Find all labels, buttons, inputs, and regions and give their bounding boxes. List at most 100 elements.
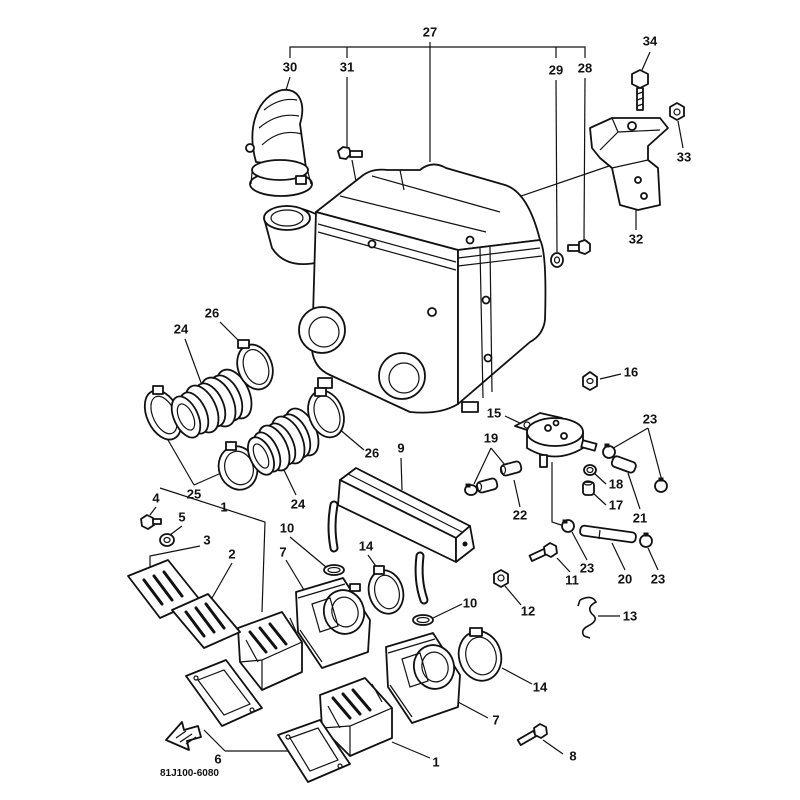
- air-box-outlet-left: [298, 306, 346, 354]
- callout-21: 21: [633, 511, 647, 526]
- callout-13: 13: [623, 609, 637, 624]
- washer-5: [159, 533, 175, 547]
- bolt-4: [140, 514, 162, 530]
- leader-line-7-lower: [457, 701, 489, 719]
- air-box-foot: [461, 401, 479, 413]
- callout-11: 11: [565, 573, 579, 588]
- intake-manifold-7-upper: [295, 577, 371, 669]
- callout-19: 19: [484, 431, 498, 446]
- callout-10-upper: 10: [280, 521, 294, 536]
- clamp-26-lower: [307, 387, 345, 439]
- leader-line-21: [627, 472, 641, 510]
- reed-plate-2: [171, 593, 241, 649]
- gasket-6-lower: [277, 719, 351, 783]
- o-ring-10-lower: [412, 614, 434, 626]
- leader-line-3: [149, 545, 201, 568]
- callout-30: 30: [283, 60, 297, 75]
- hose-19: [475, 477, 499, 494]
- leader-line-4: [149, 506, 157, 516]
- leader-line-1-lower: [391, 741, 431, 759]
- leader-line-30: [285, 76, 291, 91]
- leader-line-7-upper: [285, 559, 305, 591]
- callout-10-lower: 10: [463, 596, 477, 611]
- callout-4: 4: [152, 491, 160, 506]
- clamp-26-upper: [236, 339, 274, 391]
- leader-line-12: [504, 585, 522, 606]
- leader-line-16: [599, 373, 622, 380]
- leader-line-27: [289, 42, 586, 162]
- callout-6: 6: [214, 752, 221, 767]
- leader-line-34: [641, 51, 651, 71]
- bolt-8: [516, 723, 548, 746]
- callout-5: 5: [178, 510, 185, 525]
- leader-line-33: [677, 120, 684, 149]
- leader-line-19: [473, 447, 506, 485]
- reed-valve-1-upper: [237, 611, 303, 691]
- leader-line-18: [593, 472, 607, 485]
- nut-33: [669, 102, 685, 121]
- callout-29: 29: [549, 63, 563, 78]
- callout-32: 32: [629, 232, 643, 247]
- hose-21: [610, 455, 637, 474]
- callout-25: 25: [187, 487, 201, 502]
- air-box-foot: [317, 377, 333, 389]
- hose-clamp-18: [583, 464, 597, 476]
- nut-16: [582, 371, 598, 391]
- intake-duct-30: [245, 89, 313, 197]
- callout-26-upper: 26: [205, 306, 219, 321]
- intake-manifold-7-lower: [385, 632, 461, 724]
- callout-1-lower: 1: [432, 755, 439, 770]
- clamp-25-lower: [217, 441, 259, 491]
- leader-line-24-upper: [184, 338, 204, 389]
- callout-7-lower: 7: [492, 713, 499, 728]
- bracket-32: [589, 117, 669, 211]
- callout-labels: 27 30 31 29 28 34 33 32 24 26 16 15 23 1…: [152, 25, 691, 780]
- leader-line-24-lower: [281, 465, 297, 496]
- clamp-14-lower: [457, 627, 503, 682]
- leader-line-22: [513, 479, 521, 508]
- callout-27: 27: [423, 25, 437, 40]
- callout-3: 3: [203, 533, 210, 548]
- forward-arrow-icon: [165, 721, 202, 751]
- callout-14-lower: 14: [533, 680, 548, 695]
- callout-24-lower: 24: [291, 497, 306, 512]
- bolt-28: [567, 239, 591, 255]
- callout-1-upper: 1: [220, 500, 227, 515]
- leader-line-28: [583, 77, 586, 241]
- callout-33: 33: [677, 150, 691, 165]
- pump-hose-line: [551, 462, 565, 527]
- leader-line-14-lower: [501, 667, 533, 685]
- carburetor-joint-24-upper: [170, 368, 253, 439]
- spring-clip-13: [577, 596, 598, 639]
- leader-line-8: [542, 739, 564, 755]
- hose-clamp-19-a: [464, 483, 478, 496]
- washer-29: [550, 252, 564, 268]
- callout-22: 22: [513, 508, 527, 523]
- fuel-pump-15: [514, 412, 598, 468]
- hose-clamp-23-a: [602, 443, 616, 459]
- hose-clamp-23-d: [639, 532, 653, 548]
- bolt-31: [337, 146, 363, 160]
- leader-line-2: [211, 562, 233, 599]
- hose-17: [582, 480, 595, 496]
- callout-34: 34: [643, 34, 658, 49]
- leader-line-23-upper: [609, 427, 663, 482]
- air-box-side: [457, 239, 547, 405]
- leader-line-26-lower: [337, 427, 365, 451]
- leader-line-29: [555, 79, 558, 253]
- callout-23-lower-a: 23: [580, 561, 594, 576]
- leader-line-23-lower-b: [647, 547, 659, 571]
- bolt-11: [528, 542, 558, 562]
- callout-16: 16: [624, 365, 638, 380]
- gasket-6-upper: [185, 659, 263, 727]
- air-box-outlet-right: [378, 352, 426, 400]
- callout-23-upper: 23: [643, 412, 657, 427]
- leader-line-23-lower-a: [571, 531, 588, 561]
- callout-2: 2: [228, 547, 235, 562]
- callout-12: 12: [521, 604, 535, 619]
- callout-7-upper: 7: [279, 545, 286, 560]
- leader-line-10-lower: [432, 603, 463, 619]
- intake-silencer-9: [327, 467, 475, 605]
- callout-14-upper: 14: [359, 539, 374, 554]
